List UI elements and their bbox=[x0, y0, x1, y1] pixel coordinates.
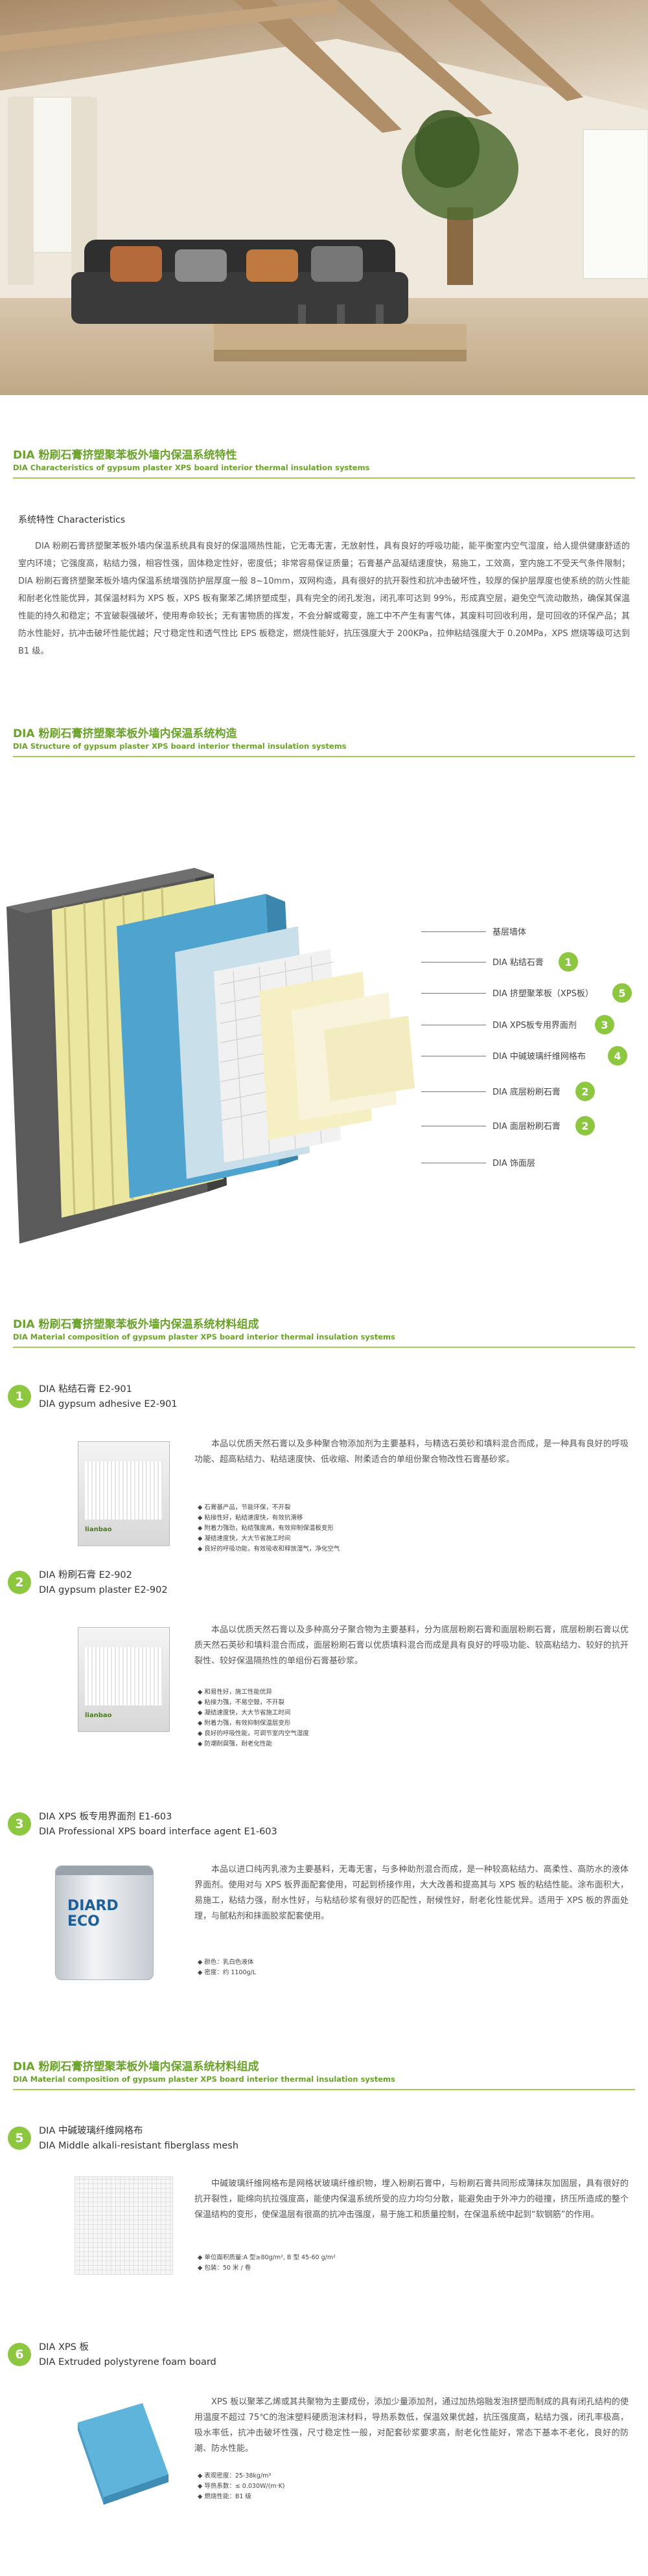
item-description: 本品以优质天然石膏以及多种高分子聚合物为主要基料，分为底层粉刷石膏和面层粉刷石膏… bbox=[194, 1625, 629, 1666]
characteristics-body: DIA 粉刷石膏挤塑聚苯板外墙内保温系统具有良好的保温隔热性能，它无毒无害，无放… bbox=[18, 541, 630, 656]
section-divider bbox=[13, 1347, 635, 1348]
bullet-item: ◆ 表观密度：25-38kg/m³ bbox=[198, 2472, 272, 2479]
item-name-cn: DIA 粉刷石膏 E2-902 bbox=[39, 1570, 132, 1580]
item-badge: 5 bbox=[8, 2126, 31, 2150]
layer-badge: 3 bbox=[595, 1015, 614, 1034]
item-description: XPS 板以聚苯乙烯或其共聚物为主要成份，添加少量添加剂，通过加热熔融发泡挤塑而… bbox=[194, 2397, 629, 2454]
structure-diagram bbox=[0, 855, 648, 1257]
layer-label-finish: DIA 饰面层 bbox=[492, 1159, 535, 1168]
layer-label-surface-plaster: DIA 面层粉刷石膏 bbox=[492, 1122, 561, 1132]
product-bag-image: lianbao bbox=[78, 1627, 170, 1732]
bullet-item: ◆ 附着力强劲，粘结强度高，有效抑制保温板变形 bbox=[198, 1525, 334, 1532]
materials-title-en: DIA Material composition of gypsum plast… bbox=[13, 1332, 395, 1341]
xps-board-illustration bbox=[78, 2403, 168, 2505]
item-badge: 1 bbox=[8, 1385, 31, 1408]
layer-badge: 2 bbox=[575, 1082, 595, 1101]
bucket-brand-logo: DIARD ECO bbox=[67, 1898, 119, 1930]
layer-badge: 5 bbox=[612, 983, 632, 1003]
item-bullets: ◆ 石膏基产品，节能环保，不开裂 ◆ 粘接性好，粘结速度快，有效抗滑移 ◆ 附着… bbox=[198, 1503, 522, 1555]
bullet-item: ◆ 良好的呼吸功能，有效吸收和释放湿气，净化空气 bbox=[198, 1545, 340, 1553]
item-name-en: DIA Extruded polystyrene foam board bbox=[39, 2357, 216, 2367]
structure-title-cn: DIA 粉刷石膏挤塑聚苯板外墙内保温系统构造 bbox=[13, 727, 237, 740]
structure-title-en: DIA Structure of gypsum plaster XPS boar… bbox=[13, 742, 347, 751]
leader-line bbox=[421, 1091, 486, 1092]
bullet-item: ◆ 凝结速度快，大大节省施工时间 bbox=[198, 1709, 291, 1716]
materials-title-cn: DIA 粉刷石膏挤塑聚苯板外墙内保温系统材料组成 bbox=[13, 1318, 259, 1331]
item-badge: 2 bbox=[8, 1571, 31, 1594]
bullet-item: ◆ 凝结速度快，大大节省施工时间 bbox=[198, 1535, 291, 1542]
materials-section-1: DIA 粉刷石膏挤塑聚苯板外墙内保温系统材料组成 DIA Material co… bbox=[13, 1315, 635, 1348]
layer-labels: 基层墙体 DIA 粘结石膏 1 DIA 挤塑聚苯板（XPS板） 5 DIA XP… bbox=[0, 855, 648, 1257]
item-badge: 3 bbox=[8, 1812, 31, 1836]
characteristics-section: DIA 粉刷石膏挤塑聚苯板外墙内保温系统特性 DIA Characteristi… bbox=[13, 446, 635, 479]
bag-label-graphic bbox=[85, 1461, 163, 1520]
living-room-illustration bbox=[0, 0, 648, 395]
characteristics-title-cn: DIA 粉刷石膏挤塑聚苯板外墙内保温系统特性 bbox=[13, 449, 237, 462]
layer-badge: 4 bbox=[608, 1046, 627, 1066]
bullet-item: ◆ 良好的呼吸性能，可调节室内空气湿度 bbox=[198, 1730, 309, 1737]
bag-label-graphic bbox=[85, 1647, 163, 1705]
materials-title-cn: DIA 粉刷石膏挤塑聚苯板外墙内保温系统材料组成 bbox=[13, 2060, 259, 2073]
bullet-item: ◆ 防潮耐腐强，耐老化性能 bbox=[198, 1740, 272, 1748]
item-bullets: ◆ 表观密度：25-38kg/m³ ◆ 导热系数：≤ 0.030W/(m·K) … bbox=[198, 2471, 457, 2502]
bullet-item: ◆ 导热系数：≤ 0.030W/(m·K) bbox=[198, 2483, 285, 2490]
bullet-item: ◆ 密度：约 1100g/L bbox=[198, 1969, 257, 1976]
bullet-item: ◆ 粘接性好，粘结速度快，有效抗滑移 bbox=[198, 1514, 303, 1522]
layer-badge: 2 bbox=[575, 1116, 595, 1135]
layer-label-base-wall: 基层墙体 bbox=[492, 928, 527, 937]
characteristics-title-en: DIA Characteristics of gypsum plaster XP… bbox=[13, 463, 370, 472]
materials-section-2: DIA 粉刷石膏挤塑聚苯板外墙内保温系统材料组成 DIA Material co… bbox=[13, 2057, 635, 2090]
wall-layers-illustration bbox=[6, 868, 415, 1244]
leader-line bbox=[421, 962, 486, 963]
bullet-item: ◆ 燃烧性能：B1 级 bbox=[198, 2493, 251, 2500]
item-name-en: DIA Professional XPS board interface age… bbox=[39, 1827, 277, 1837]
section-divider bbox=[13, 2089, 635, 2090]
item-name-en: DIA gypsum adhesive E2-901 bbox=[39, 1399, 178, 1409]
bullet-item: ◆ 粘接力强，不易空鼓，不开裂 bbox=[198, 1699, 284, 1706]
item-bullets: ◆ 颜色：乳白色液体 ◆ 密度：约 1100g/L bbox=[198, 1957, 457, 1978]
structure-section: DIA 粉刷石膏挤塑聚苯板外墙内保温系统构造 DIA Structure of … bbox=[13, 724, 635, 757]
item-name-cn: DIA 粘结石膏 E2-901 bbox=[39, 1384, 132, 1395]
bucket-lid bbox=[56, 1866, 153, 1875]
layer-label-mesh: DIA 中碱玻璃纤维网格布 bbox=[492, 1052, 586, 1062]
layer-label-base-plaster: DIA 底层粉刷石膏 bbox=[492, 1088, 561, 1097]
layer-badge: 1 bbox=[559, 952, 578, 972]
item-description: 本品以优质天然石膏以及多种聚合物添加剂为主要基料，与精选石英砂和填料混合而成，是… bbox=[194, 1439, 629, 1465]
hero-photo bbox=[0, 0, 648, 395]
item-name-en: DIA gypsum plaster E2-902 bbox=[39, 1585, 168, 1595]
item-description: 本品以进口纯丙乳液为主要基料，无毒无害，与多种助剂混合而成，是一种较高粘结力、高… bbox=[194, 1865, 629, 1921]
item-name-cn: DIA XPS 板 bbox=[39, 2342, 89, 2353]
item-name-cn: DIA 中碱玻璃纤维网格布 bbox=[39, 2126, 143, 2136]
mesh-fabric-image bbox=[75, 2176, 173, 2275]
layer-label-adhesive: DIA 粘结石膏 bbox=[492, 958, 544, 968]
product-bucket-image: DIARD ECO bbox=[55, 1865, 154, 1980]
section-divider bbox=[13, 756, 635, 757]
characteristics-subheading: 系统特性 Characteristics bbox=[18, 515, 126, 525]
bag-brand-logo: lianbao bbox=[85, 1526, 112, 1533]
bullet-item: ◆ 石膏基产品，节能环保，不开裂 bbox=[198, 1504, 291, 1511]
leader-line bbox=[421, 931, 486, 932]
bullet-item: ◆ 包装：50 米 / 卷 bbox=[198, 2264, 251, 2272]
bullet-item: ◆ 和易性好，施工性能优异 bbox=[198, 1689, 272, 1696]
materials-title-en: DIA Material composition of gypsum plast… bbox=[13, 2075, 395, 2084]
leader-line bbox=[421, 993, 486, 994]
bag-brand-logo: lianbao bbox=[85, 1712, 112, 1719]
bullet-item: ◆ 单位面积质量:A 型≥80g/m², B 型 45-60 g/m² bbox=[198, 2254, 336, 2261]
bullet-item: ◆ 附着力强，有效抑制保温层变形 bbox=[198, 1720, 291, 1727]
item-bullets: ◆ 单位面积质量:A 型≥80g/m², B 型 45-60 g/m² ◆ 包装… bbox=[198, 2253, 522, 2274]
item-name-cn: DIA XPS 板专用界面剂 E1-603 bbox=[39, 1812, 172, 1822]
item-badge: 6 bbox=[8, 2343, 31, 2366]
mesh-pattern bbox=[75, 2177, 172, 2274]
layer-label-interface: DIA XPS板专用界面剂 bbox=[492, 1021, 577, 1031]
xps-board-image bbox=[71, 2397, 175, 2507]
item-name-en: DIA Middle alkali-resistant fiberglass m… bbox=[39, 2141, 239, 2151]
item-bullets: ◆ 和易性好，施工性能优异 ◆ 粘接力强，不易空鼓，不开裂 ◆ 凝结速度快，大大… bbox=[198, 1687, 522, 1750]
layer-label-xps: DIA 挤塑聚苯板（XPS板） bbox=[492, 989, 594, 999]
bullet-item: ◆ 颜色：乳白色液体 bbox=[198, 1959, 254, 1966]
item-description: 中碱玻璃纤维网格布是网格状玻璃纤维织物，埋入粉刷石膏中，与粉刷石膏共同形成薄抹灰… bbox=[194, 2179, 629, 2220]
product-bag-image: lianbao bbox=[78, 1441, 170, 1546]
section-divider bbox=[13, 477, 635, 479]
